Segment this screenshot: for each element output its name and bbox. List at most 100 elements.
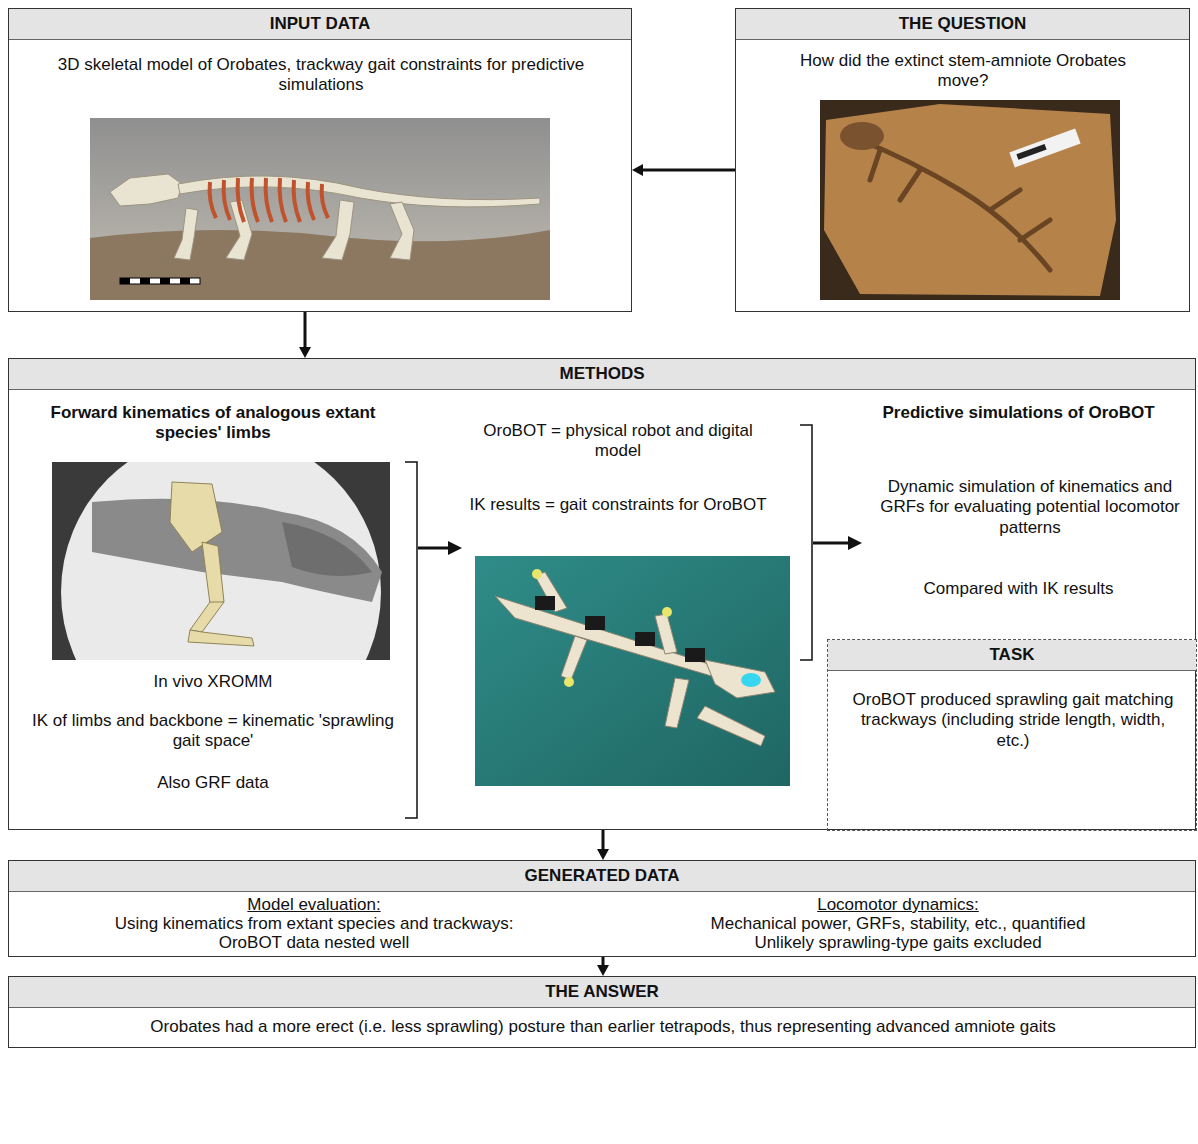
skeleton — [110, 174, 182, 206]
header-band: METHODS — [9, 359, 1195, 390]
connector-line — [643, 169, 735, 172]
robot-skeleton — [705, 660, 775, 698]
scale-bar — [160, 278, 170, 284]
ribs — [322, 184, 328, 218]
skeleton — [174, 208, 198, 260]
body-text: Mechanical power, GRFs, stability, etc.,… — [609, 914, 1187, 933]
body-text: OroBOT data nested well — [19, 933, 609, 952]
limb-bones — [170, 482, 222, 552]
skeleton-render — [90, 118, 550, 300]
subheading: Model evaluation: — [19, 895, 609, 914]
section-heading: Predictive simulations of OroBOT — [846, 403, 1191, 423]
body-text: 3D skeletal model of Orobates, trackway … — [29, 55, 613, 96]
robot-skeleton — [495, 596, 725, 680]
fossil-skeleton — [870, 150, 880, 180]
xray-image — [52, 462, 390, 660]
ribs — [224, 180, 230, 220]
ribs — [210, 182, 216, 218]
skeleton-render — [90, 230, 550, 300]
panel-heading: METHODS — [560, 364, 645, 383]
fossil-photo — [820, 100, 1120, 300]
robot-render — [475, 556, 790, 786]
body-text: Compared with IK results — [846, 579, 1191, 599]
servo-boxes — [535, 596, 705, 662]
skeleton — [322, 200, 354, 260]
header-band: TASK — [828, 640, 1196, 671]
subheading: Locomotor dynamics: — [609, 895, 1187, 914]
ribs — [238, 178, 244, 222]
header-band: INPUT DATA — [9, 9, 631, 40]
body-text: How did the extinct stem-amniote Orobate… — [783, 51, 1143, 92]
scale-bar — [120, 278, 130, 284]
arrow-head — [597, 849, 609, 860]
robot-skeleton — [561, 636, 587, 680]
ribs — [280, 178, 286, 222]
panel-heading: TASK — [989, 645, 1034, 664]
fossil-skeleton — [990, 190, 1020, 210]
skeleton-render — [90, 118, 550, 300]
robot-skeleton — [665, 678, 689, 728]
ribs — [210, 178, 328, 222]
robot-render — [475, 556, 790, 786]
fossil-skull — [840, 122, 884, 150]
body-text: OroBOT = physical robot and digital mode… — [463, 421, 773, 462]
robot-skeleton — [655, 614, 677, 654]
head-silhouette — [282, 522, 372, 576]
section-heading: Forward kinematics of analogous extant s… — [17, 403, 409, 444]
connector-line — [602, 957, 605, 965]
foot-markers — [532, 569, 672, 687]
arrow-head — [597, 965, 609, 976]
servo-boxes — [685, 648, 705, 662]
robot-skeleton — [697, 706, 765, 746]
skeleton — [390, 202, 414, 260]
task-panel: TASK OroBOT produced sprawling gait match… — [827, 639, 1197, 831]
body-text: IK results = gait constraints for OroBOT — [463, 495, 773, 515]
limb-bones — [170, 482, 254, 646]
robot-eye — [741, 673, 761, 687]
connector-arrow — [299, 312, 311, 358]
body-text: OroBOT produced sprawling gait matching … — [843, 690, 1183, 751]
body-text: Orobates had a more erect (i.e. less spr… — [19, 1017, 1187, 1037]
header-band: THE QUESTION — [736, 9, 1189, 40]
panel-heading: THE QUESTION — [899, 14, 1027, 33]
skeleton — [110, 174, 540, 260]
bracket-arrow — [418, 547, 450, 550]
robot-skeleton — [495, 572, 775, 746]
question-panel: THE QUESTION How did the extinct stem-amn… — [735, 8, 1190, 312]
scale-bar — [180, 278, 190, 284]
xray-image — [61, 462, 381, 660]
connector-arrow — [597, 957, 609, 976]
arrow-head — [632, 164, 643, 176]
foot-markers — [532, 569, 542, 579]
limb-bones — [202, 542, 224, 604]
ribs — [266, 178, 272, 222]
arrow-head — [848, 536, 862, 550]
body-text: Using kinematics from extant species and… — [19, 914, 609, 933]
fossil-skeleton — [1020, 220, 1050, 240]
ribs — [294, 180, 300, 222]
scale-bar — [120, 278, 200, 284]
fossil-photo — [824, 104, 1116, 296]
arrow-head — [299, 347, 311, 358]
ribs — [308, 182, 314, 220]
body-text: Also GRF data — [17, 773, 409, 793]
connector-arrow — [632, 164, 735, 176]
scale-bar — [140, 278, 150, 284]
scale-card-bar — [1016, 144, 1046, 160]
xray-image — [61, 462, 382, 660]
input-panel: INPUT DATA 3D skeletal model of Orobates,… — [8, 8, 632, 312]
arrow-head — [448, 541, 462, 555]
foot-markers — [662, 607, 672, 617]
methods-panel: METHODS Forward kinematics of analogous e… — [8, 358, 1196, 830]
servo-boxes — [635, 632, 655, 646]
body-text: Dynamic simulation of kinematics and GRF… — [867, 477, 1193, 538]
foot-markers — [564, 677, 574, 687]
connector-line — [304, 312, 307, 347]
header-band: THE ANSWER — [9, 977, 1195, 1008]
header-band: GENERATED DATA — [9, 861, 1195, 892]
scale-bar — [120, 278, 200, 284]
fossil-photo — [820, 100, 1120, 300]
panel-heading: GENERATED DATA — [525, 866, 680, 885]
fossil-skeleton — [900, 170, 920, 200]
